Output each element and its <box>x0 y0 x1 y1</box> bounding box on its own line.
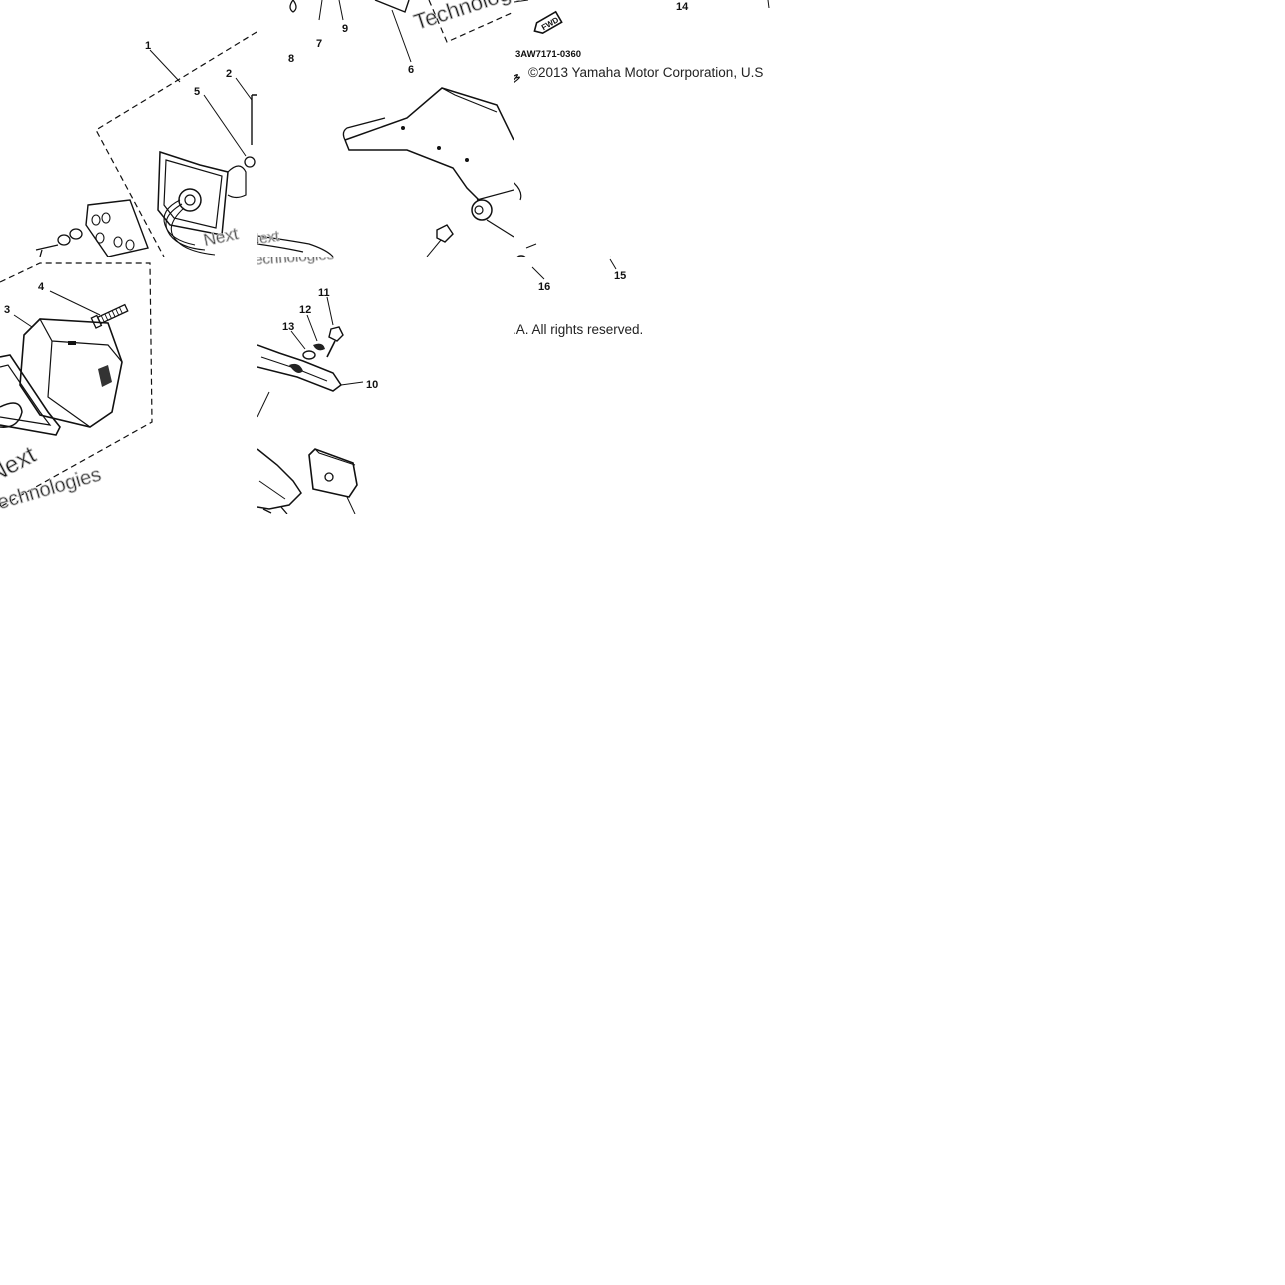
callout-13: 13 <box>282 321 294 333</box>
callout-8: 8 <box>288 53 294 65</box>
svg-text:Next: Next <box>202 224 240 250</box>
callout-6: 6 <box>408 64 414 76</box>
diagram-tile-top-right: FWD 14 3AW7171-0360 Technologies ©2013 Y… <box>514 0 771 257</box>
callout-4: 4 <box>38 281 45 293</box>
svg-text:Technologies: Technologies <box>411 0 514 35</box>
svg-text:Next: Next <box>257 228 281 249</box>
diagram-tile-top-center: 8 7 9 6 Next Technologies <box>257 0 514 257</box>
callout-3: 3 <box>4 304 10 316</box>
svg-text:Technologies: Technologies <box>514 0 528 43</box>
callout-2: 2 <box>226 68 232 80</box>
callout-16: 16 <box>538 281 550 293</box>
watermark-logo: Technologies <box>257 257 335 269</box>
callout-5: 5 <box>194 86 200 98</box>
diagram-tile-top-left: 1 2 5 Next <box>0 0 257 257</box>
watermark-logo: Next Technologies <box>0 441 104 514</box>
part-code: 3AW7171-0360 <box>515 49 581 60</box>
watermark-logo: Next <box>201 224 240 251</box>
diagram-tile-middle-left: 4 3 Next Technologies <box>0 257 257 514</box>
callout-12: 12 <box>299 304 311 316</box>
callout-14: 14 <box>676 1 689 13</box>
watermark-logo: Technologies <box>514 0 528 43</box>
copyright-notice-continued: .A. All rights reserved. <box>514 322 644 337</box>
copyright-notice: ©2013 Yamaha Motor Corporation, U.S <box>528 65 764 80</box>
callout-9: 9 <box>342 23 348 35</box>
diagram-tile-middle-right: 16 15 .A. All rights reserved. <box>514 257 771 514</box>
svg-text:Technologies: Technologies <box>257 257 335 269</box>
diagram-tile-center: Technologies 11 12 13 10 <box>257 257 514 514</box>
callout-15: 15 <box>614 270 626 282</box>
callout-1: 1 <box>145 40 151 52</box>
callout-7: 7 <box>316 38 322 50</box>
callout-11: 11 <box>318 287 330 299</box>
callout-10: 10 <box>366 379 378 391</box>
